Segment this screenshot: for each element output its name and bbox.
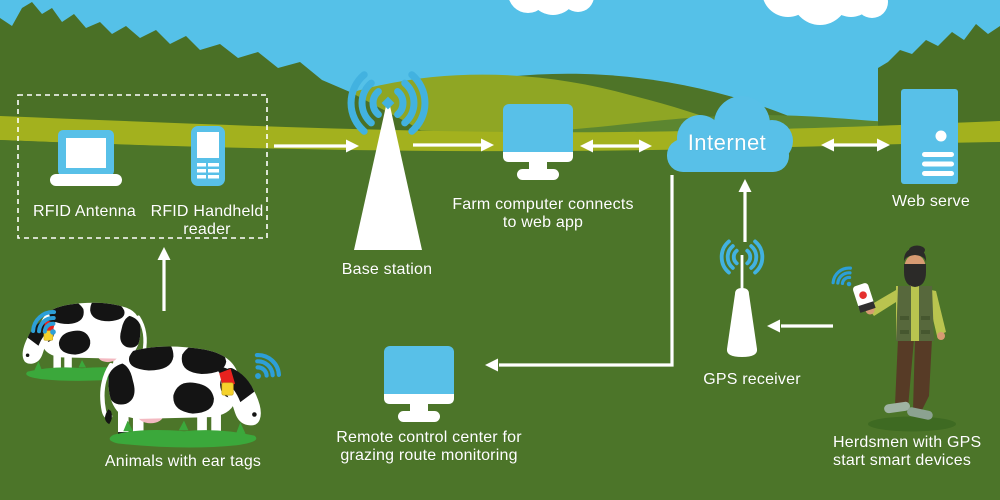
herdsmen-label: Herdsmen with GPS start smart devices — [833, 434, 1000, 470]
laptop-icon — [50, 130, 122, 186]
animals-label: Animals with ear tags — [104, 453, 262, 470]
rfid-antenna-label: RFID Antenna — [33, 203, 136, 220]
internet-label: Internet — [687, 130, 767, 155]
rfid-handheld-label-line1: RFID Handheld — [150, 203, 264, 220]
remote-center-label-line1: Remote control center for — [336, 429, 522, 446]
radio-tower-icon — [351, 75, 425, 250]
farm-computer-label-line2: to web app — [502, 214, 584, 231]
rfid-group-box — [17, 94, 268, 239]
gps-receiver-label: GPS receiver — [703, 371, 801, 388]
cloud-icon — [763, 0, 888, 25]
herdsmen-label-line2: start smart devices — [833, 452, 972, 469]
base-station-label: Base station — [341, 261, 433, 278]
herdsman-with-phone — [828, 245, 956, 432]
handheld-reader-icon — [191, 126, 225, 186]
rfid-handheld-label-line2: reader — [183, 221, 231, 238]
server-icon — [901, 89, 958, 184]
rfid-handheld-label: RFID Handheld reader — [137, 203, 277, 239]
smartphone-icon — [852, 283, 876, 313]
remote-center-label: Remote control center for grazing route … — [319, 429, 539, 465]
cloud-icon — [509, 0, 594, 15]
gps-beacon-icon — [719, 239, 765, 357]
farm-computer-label: Farm computer connects to web app — [433, 196, 653, 232]
herdsmen-label-line1: Herdsmen with GPS — [833, 434, 982, 451]
web-server-label: Web serve — [892, 193, 970, 210]
farm-computer-label-line1: Farm computer connects — [452, 196, 634, 213]
remote-center-label-line2: grazing route monitoring — [340, 447, 518, 464]
flow-arrows — [157, 138, 890, 372]
cloud-icon-internet — [667, 96, 793, 172]
